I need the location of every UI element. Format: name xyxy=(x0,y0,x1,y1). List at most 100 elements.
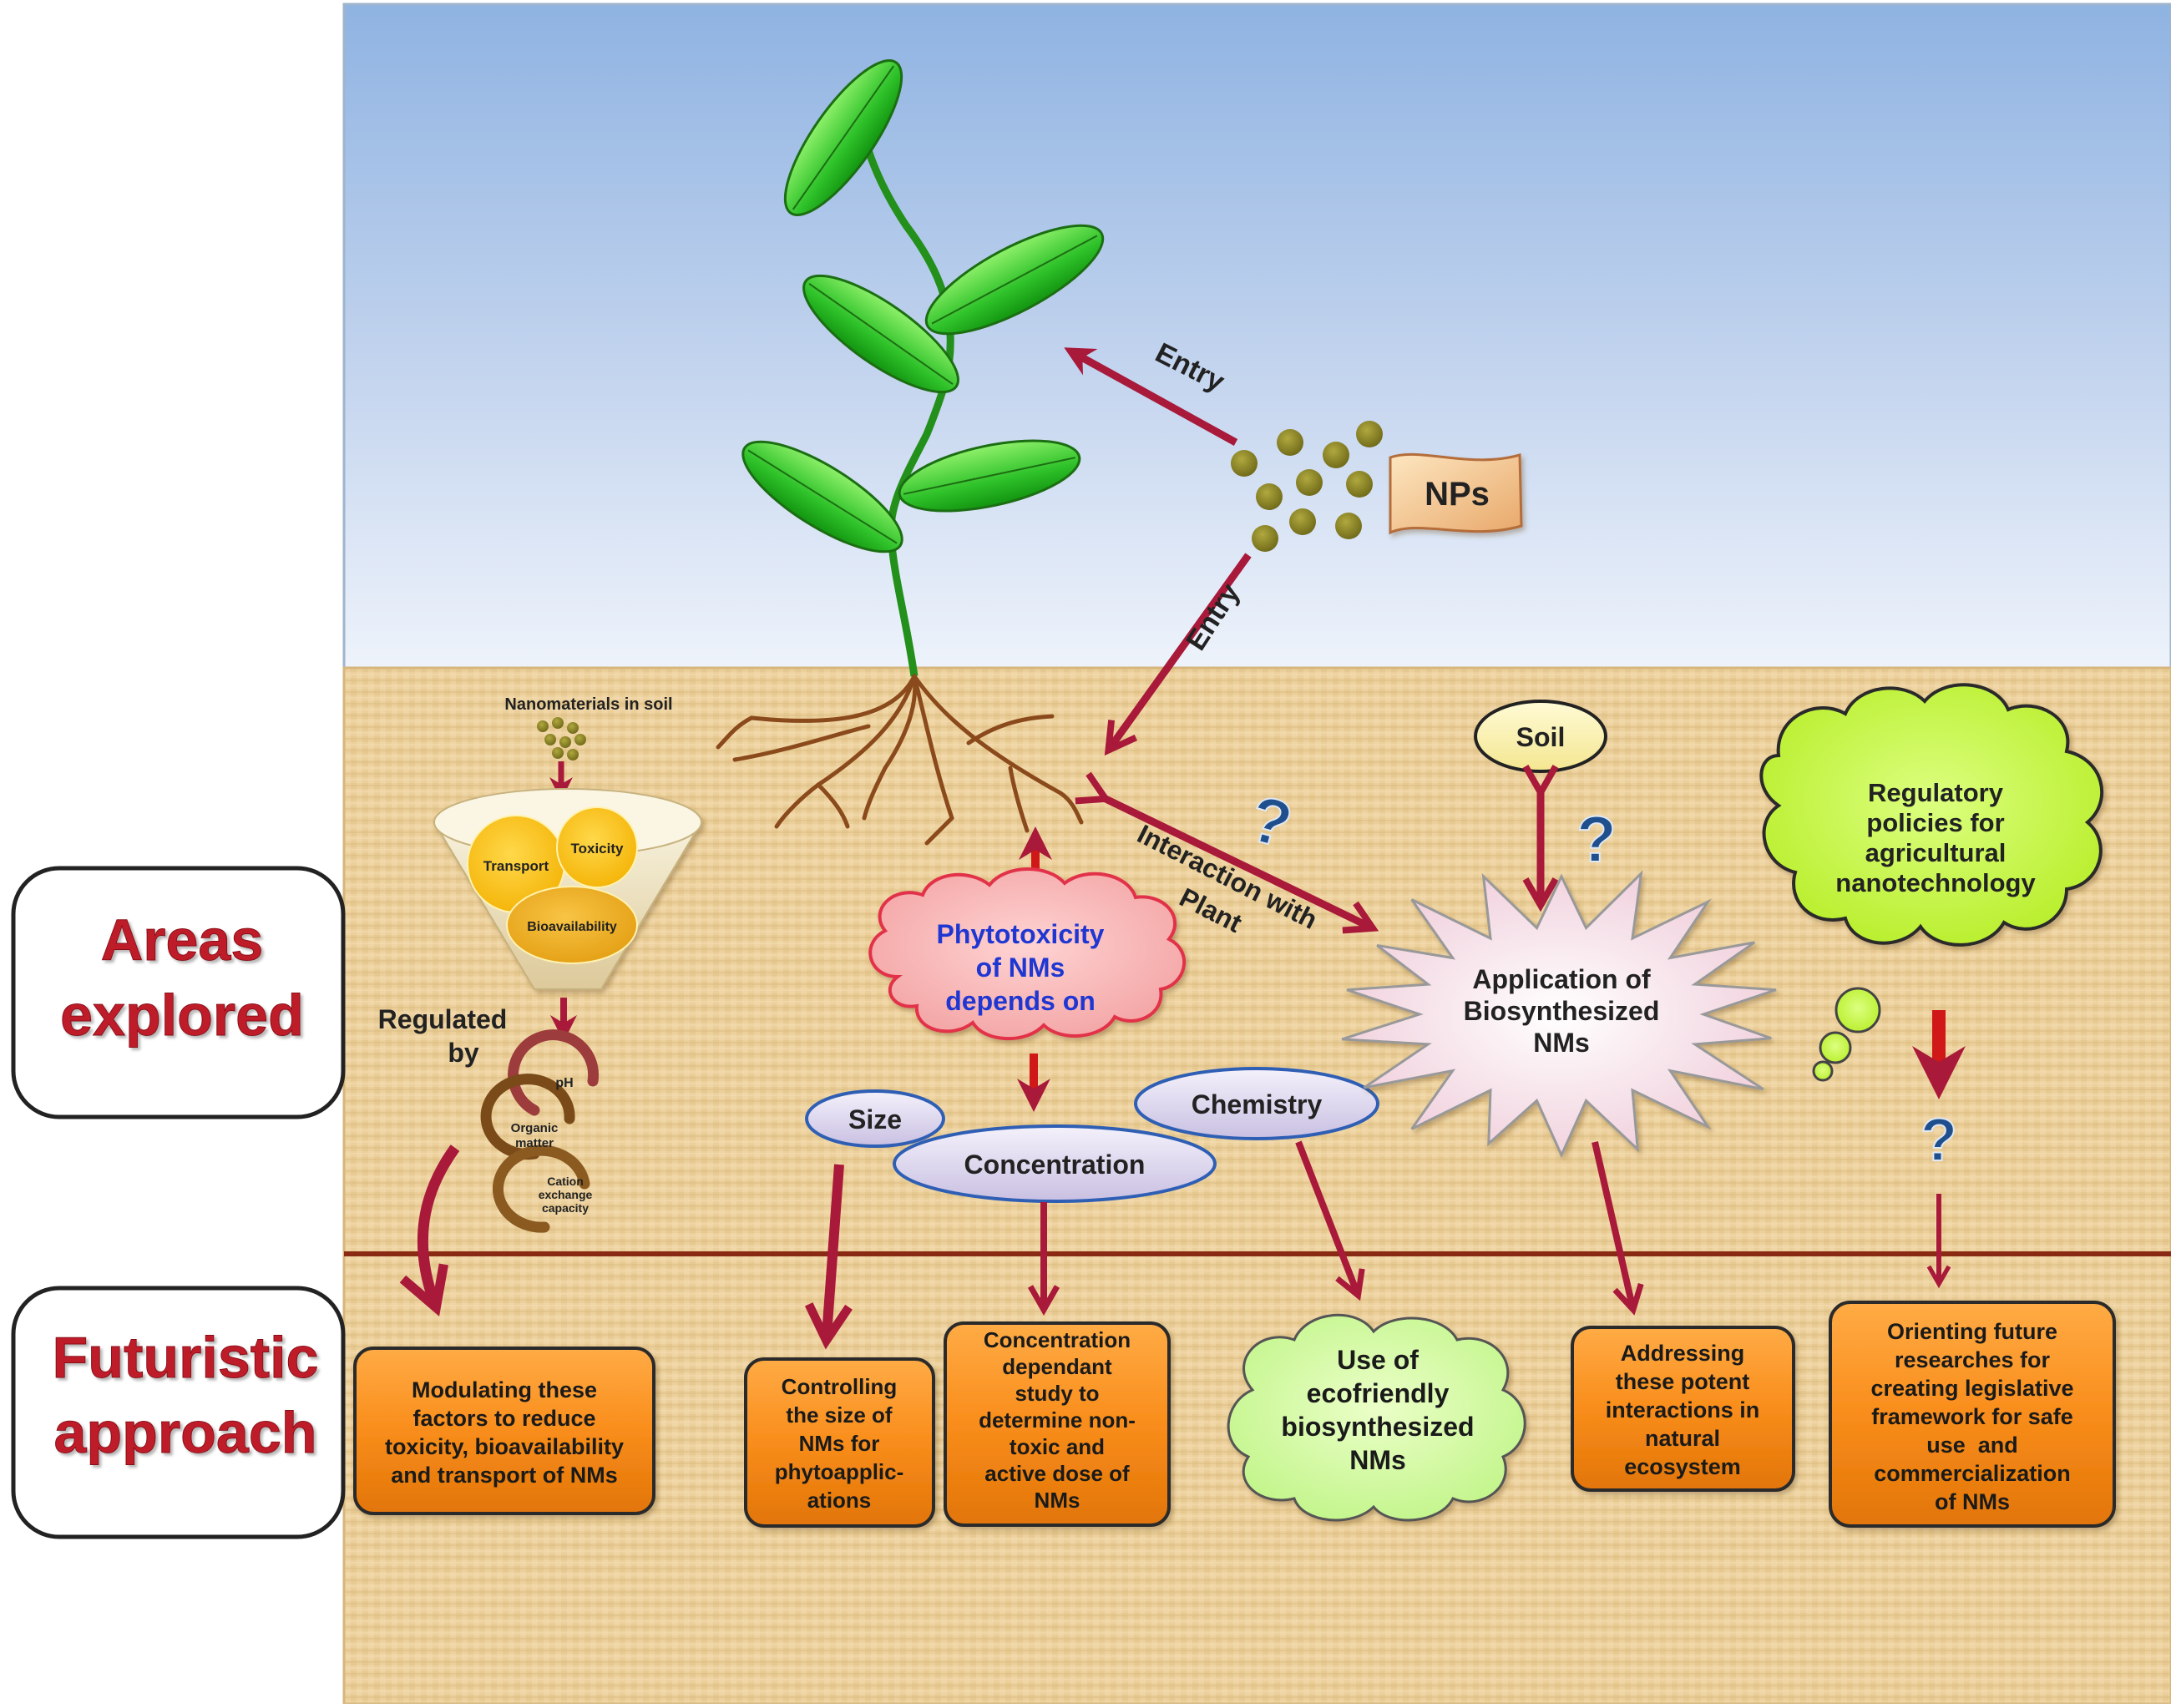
chemistry-label: Chemistry xyxy=(1192,1089,1323,1119)
interaction-double-arrow xyxy=(1075,771,1379,934)
addressing-box xyxy=(1571,1326,1795,1492)
toxicity-circle xyxy=(556,806,638,888)
addressing-line1: Addressing xyxy=(1621,1341,1745,1366)
sky-panel xyxy=(342,3,2171,670)
areas-explored-line1: Areas xyxy=(101,907,264,973)
concentration-study-line1: Concentration xyxy=(984,1327,1131,1352)
arrow-app-to-addressing xyxy=(1592,1141,1644,1316)
modulating-line1: Modulating these xyxy=(412,1377,597,1402)
concentration-oval xyxy=(893,1124,1217,1203)
bioavailability-circle xyxy=(506,886,638,964)
nanomaterials-in-soil-label: Nanomaterials in soil xyxy=(504,695,672,714)
phytotoxicity-cloud xyxy=(868,867,1186,1041)
entry-arrow-top xyxy=(1064,347,1238,446)
concentration-study-line7: NMs xyxy=(1035,1488,1080,1513)
controlling-line4: phytoapplic- xyxy=(775,1459,904,1484)
modulating-box xyxy=(353,1347,655,1515)
addressing-line2: these potent xyxy=(1616,1369,1750,1394)
transport-label: Transport xyxy=(483,858,549,874)
ecofriendly-line4: NMs xyxy=(1349,1445,1406,1475)
controlling-line2: the size of xyxy=(786,1402,892,1428)
regulated-by-line2: by xyxy=(448,1038,479,1068)
plant-leaf xyxy=(783,59,903,216)
phyto-line2: of NMs xyxy=(976,953,1065,983)
application-line1: Application of xyxy=(1472,964,1651,994)
phyto-line1: Phytotoxicity xyxy=(937,919,1105,949)
controlling-line1: Controlling xyxy=(782,1374,898,1399)
application-line2: Biosynthesized xyxy=(1464,996,1660,1026)
question-mark-soil: ? xyxy=(1576,802,1617,876)
orienting-line2: researches for xyxy=(1895,1347,2051,1372)
concentration-study-line3: study to xyxy=(1015,1381,1099,1406)
orienting-line4: framework for safe xyxy=(1871,1404,2073,1429)
ecofriendly-line3: biosynthesized xyxy=(1281,1412,1474,1442)
regulatory-line3: agricultural xyxy=(1865,838,2007,867)
plant-illustration xyxy=(741,59,1105,677)
regulatory-line2: policies for xyxy=(1866,808,2004,837)
toxicity-label: Toxicity xyxy=(571,841,625,857)
orienting-line7: of NMs xyxy=(1935,1489,2010,1514)
orienting-line5: use and xyxy=(1926,1433,2018,1458)
organic-matter-line1: Organic xyxy=(511,1121,559,1135)
entry-arrow-side xyxy=(1104,553,1252,756)
controlling-box xyxy=(744,1357,935,1528)
orienting-box xyxy=(1829,1301,2116,1528)
regulatory-line1: Regulatory xyxy=(1868,778,2004,807)
thought-bubble-small xyxy=(1812,1060,1834,1082)
orienting-line3: creating legislative xyxy=(1870,1376,2073,1401)
areas-explored-line2: explored xyxy=(60,983,304,1048)
organic-matter-line2: matter xyxy=(515,1136,554,1150)
arrow-chem-to-eco xyxy=(1295,1140,1365,1301)
cec-line1: Cation xyxy=(547,1175,584,1188)
nps-label: NPs xyxy=(1425,476,1490,513)
arrow-size-to-controlling xyxy=(804,1164,853,1350)
application-line3: NMs xyxy=(1533,1028,1590,1058)
regulating-factors-cycle xyxy=(480,1029,600,1233)
ph-label: pH xyxy=(555,1076,573,1090)
concentration-label: Concentration xyxy=(964,1150,1146,1180)
concentration-study-line2: dependant xyxy=(1002,1354,1112,1379)
addressing-line4: natural xyxy=(1645,1426,1720,1451)
concentration-study-line5: toxic and xyxy=(1010,1434,1105,1459)
curved-arrow-to-modulating xyxy=(399,1145,460,1316)
addressing-line3: interactions in xyxy=(1606,1397,1760,1422)
concentration-study-line6: active dose of xyxy=(984,1461,1130,1486)
chemistry-oval xyxy=(1134,1067,1379,1140)
size-label: Size xyxy=(848,1104,902,1134)
controlling-line5: ations xyxy=(807,1488,872,1513)
bioavailability-label: Bioavailability xyxy=(527,920,617,934)
addressing-line5: ecosystem xyxy=(1624,1454,1741,1479)
ecofriendly-cloud xyxy=(1227,1313,1526,1522)
futuristic-approach-line2: approach xyxy=(53,1400,316,1465)
cec-line3: capacity xyxy=(542,1201,589,1215)
concentration-study-line4: determine non- xyxy=(979,1407,1136,1433)
plant-leaf xyxy=(898,439,1081,513)
orienting-line1: Orienting future xyxy=(1887,1319,2057,1344)
plant-leaf xyxy=(741,440,903,553)
regulatory-cloud xyxy=(1759,683,2104,947)
futuristic-approach-box xyxy=(11,1286,346,1539)
regulatory-line4: nanotechnology xyxy=(1835,868,2036,897)
modulating-line2: factors to reduce xyxy=(412,1406,595,1431)
soil-label: Soil xyxy=(1516,722,1566,752)
areas-explored-box xyxy=(11,866,346,1119)
nps-banner xyxy=(1389,452,1523,535)
controlling-line3: NMs for xyxy=(799,1431,880,1456)
roots-illustration xyxy=(716,674,1084,846)
application-starburst xyxy=(1341,870,1777,1159)
orienting-line6: commercialization xyxy=(1874,1461,2071,1486)
question-mark-regulatory: ? xyxy=(1920,1107,1957,1174)
thought-bubble-large xyxy=(1834,987,1881,1033)
soil-np-particles xyxy=(537,717,586,761)
regulated-by-line1: Regulated xyxy=(378,1004,508,1034)
modulating-line3: toxicity, bioavailability xyxy=(385,1434,624,1459)
ecofriendly-line2: ecofriendly xyxy=(1307,1378,1450,1408)
futuristic-approach-line1: Futuristic xyxy=(53,1325,319,1390)
plant-leaf xyxy=(802,274,959,394)
cec-line2: exchange xyxy=(539,1188,593,1201)
phyto-line3: depends on xyxy=(945,986,1096,1016)
size-oval xyxy=(805,1089,945,1148)
thought-bubble-medium xyxy=(1819,1031,1852,1064)
plant-leaf xyxy=(924,224,1105,336)
